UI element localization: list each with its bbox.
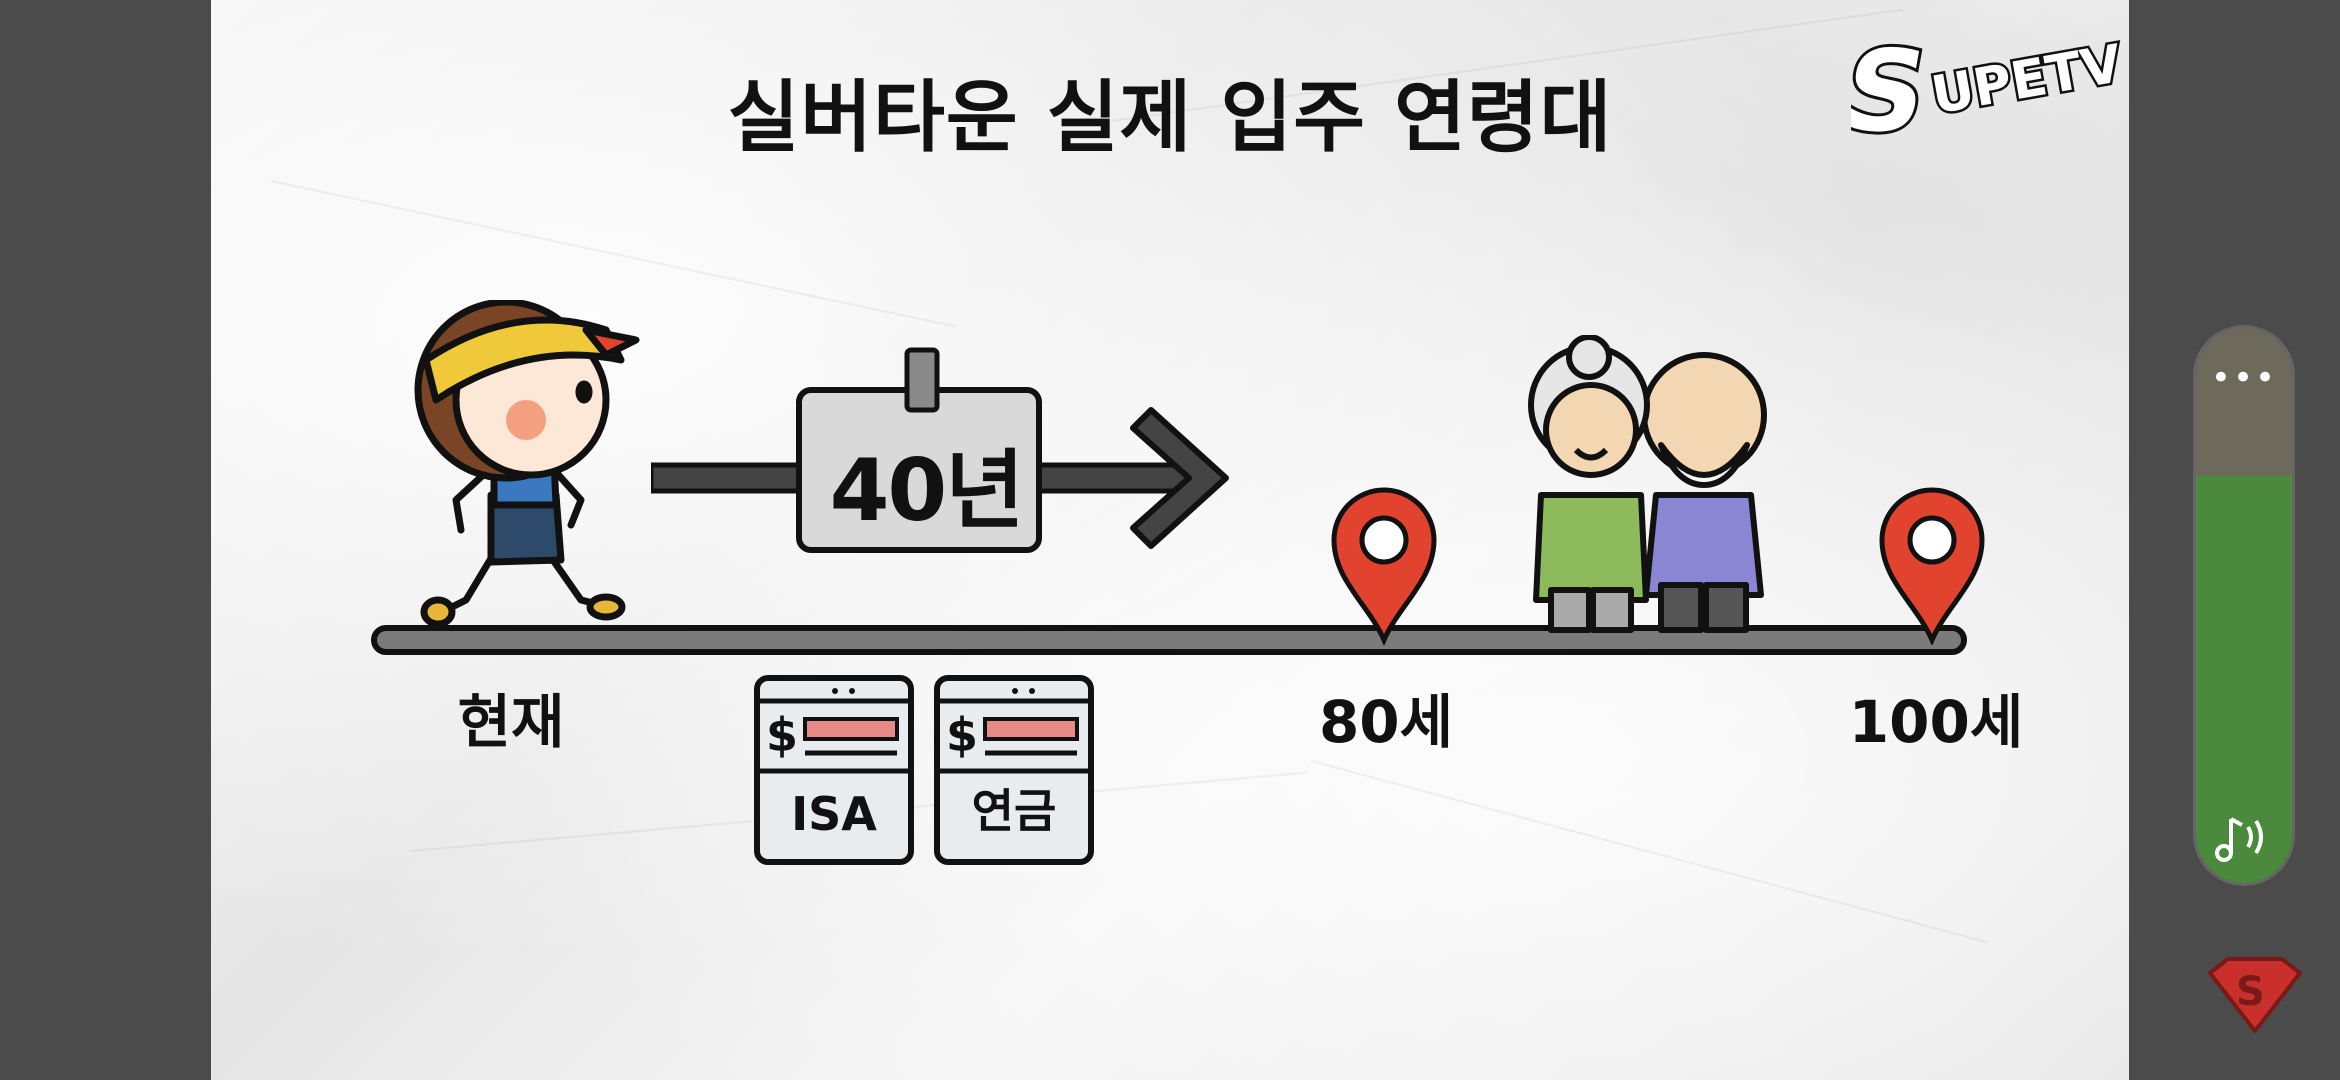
card-label: 연금 (971, 784, 1057, 838)
runner-illustration (414, 300, 640, 628)
forty-year-arrow (651, 347, 1229, 553)
timeline-bar (371, 625, 1967, 655)
isa-card: $ ISA (754, 675, 914, 865)
supetv-logo: S S UPETV (1851, 23, 2121, 160)
location-pin-icon (1879, 487, 1985, 645)
svg-text:S: S (1851, 26, 1937, 157)
music-note-audio-icon[interactable] (2214, 811, 2274, 863)
paper-crease (1310, 760, 1988, 944)
card-label: ISA (791, 787, 877, 841)
label-age-80: 80세 (1318, 688, 1454, 756)
svg-text:S: S (1851, 26, 1937, 157)
slide-title: 실버타운 실제 입주 연령대 (727, 73, 1613, 163)
svg-text:$: $ (946, 708, 978, 762)
dollar-document-icon: $ (940, 688, 1088, 774)
volume-slider-fill[interactable] (2196, 476, 2292, 883)
superman-shield-icon[interactable]: S (2204, 955, 2306, 1035)
svg-text:S: S (2236, 969, 2265, 1015)
dollar-document-icon: $ (760, 688, 908, 774)
volume-slider-panel[interactable]: ••• (2196, 328, 2292, 883)
label-present: 현재 (457, 688, 565, 756)
duration-label: 40년 (829, 441, 1025, 541)
location-pin-icon (1331, 487, 1437, 645)
svg-text:UPETV: UPETV (1927, 34, 2121, 126)
elderly-couple-illustration (1528, 335, 1767, 633)
more-dots-icon[interactable]: ••• (2210, 358, 2278, 398)
label-age-100: 100세 (1848, 688, 2024, 756)
svg-text:$: $ (766, 708, 798, 762)
pension-card: $ 연금 (934, 675, 1094, 865)
volume-slider-track[interactable] (2196, 328, 2292, 476)
video-slide: 실버타운 실제 입주 연령대 S S UPETV 40년 (211, 0, 2129, 1080)
